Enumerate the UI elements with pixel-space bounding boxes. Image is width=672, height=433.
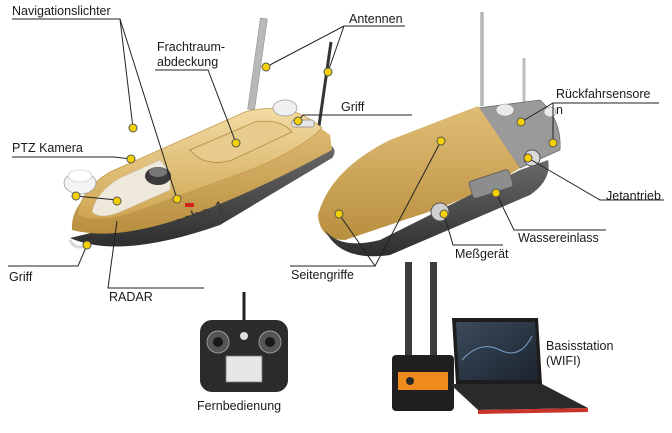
leader-radar-2 [75,195,118,201]
marker-griff-bottom [82,240,92,250]
label-rueckfahrsensoren-1: Rückfahrsensore [556,87,651,101]
label-basisstation-2: (WIFI) [546,354,581,368]
leader-navigationslichter [12,18,134,129]
leader-antennen [265,25,405,68]
leader-griff-top [297,114,412,122]
label-messgeraet: Meßgerät [455,247,509,261]
label-griff-bottom: Griff [9,270,33,284]
laptop [450,318,588,414]
boat-right [318,12,561,257]
leader-frachtraum [155,69,237,144]
hull-side-right [318,106,520,240]
marker-jetantrieb [523,153,533,163]
base-station [392,262,454,411]
remote-screen [225,355,263,383]
leader-radar [107,220,204,289]
leader-seitengriffe-2 [374,140,442,267]
label-antennen: Antennen [349,12,403,26]
antenna-dome-left [272,99,298,117]
boat-left: echo.1 [63,17,335,249]
marker-antenna-1 [261,62,271,72]
leader-jetantrieb [527,157,664,201]
label-seitengriffe: Seitengriffe [291,268,355,282]
laptop-screen [456,322,538,380]
leader-lines [8,18,664,289]
marker-seitengriffe-2 [436,136,446,146]
leader-griff-bottom [8,244,88,267]
label-jetantrieb: Jetantrieb [606,189,661,203]
marker-griff-top [293,116,303,126]
marker-seitengriffe-1 [334,209,344,219]
rear-sensor-2 [543,106,557,118]
label-wassereinlass: Wassereinlass [518,231,599,245]
marker-antenna-2 [323,67,333,77]
marker-radar-1 [112,196,122,206]
laptop-base [450,384,588,410]
marker-wassereinlass [491,188,501,198]
label-rueckfahrsensoren-2: n [556,103,563,117]
base-antenna-1 [405,262,412,358]
marker-nav-2 [172,194,182,204]
nav-light-red [185,203,194,207]
label-basisstation-1: Basisstation [546,339,614,353]
base-orange-panel [398,372,448,390]
antenna-mast-left [247,17,268,111]
label-griff-top: Griff [341,100,365,114]
marker-ptz [126,154,136,164]
marker-rueckfahr-2 [548,138,558,148]
base-antenna-2 [430,262,437,358]
transom-right [477,99,561,169]
label-ptz-kamera: PTZ Kamera [12,141,83,155]
marker-frachtraum [231,138,241,148]
leader-antennen-2 [327,25,345,73]
remote-control [200,292,288,392]
leader-messgeraet [443,213,503,246]
rear-sensor-1 [495,103,515,117]
marker-nav-1 [128,123,138,133]
antenna-thin-left [315,41,333,141]
leader-navigationslichter-2 [119,18,178,200]
label-frachtraum-2: abdeckung [157,55,219,69]
label-navigationslichter: Navigationslichter [12,4,111,18]
label-frachtraum-1: Frachtraum- [157,40,226,54]
marker-radar-2 [71,191,81,201]
marker-rueckfahr-1 [516,117,526,127]
leader-wassereinlass [495,192,606,231]
markers [71,62,558,250]
label-radar: RADAR [109,290,153,304]
marker-messgeraet [439,209,449,219]
leader-ptz [12,156,132,160]
cargo-hatch [189,120,293,163]
label-fernbedienung: Fernbedienung [197,399,282,413]
